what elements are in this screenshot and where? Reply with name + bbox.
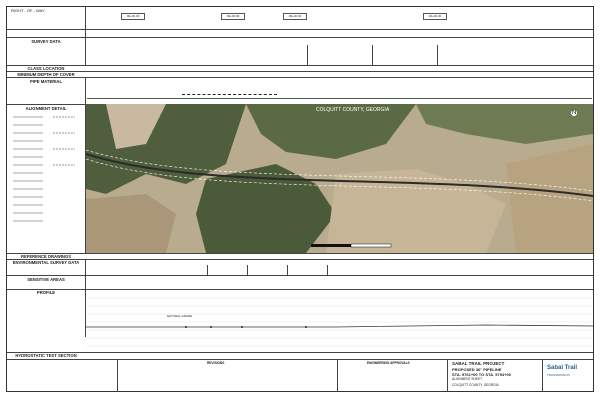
station-tag-1: 00+00.00 [121, 13, 145, 20]
north-arrow-icon: N [571, 110, 578, 116]
county-title: COLQUITT COUNTY, GEORGIA [452, 383, 499, 387]
station-tag-3: 00+00.00 [283, 13, 307, 20]
right-of-way-label: RIGHT - OF - WAY [11, 8, 45, 13]
station-tag-2: 00+00.00 [221, 13, 245, 20]
class-location-heading: CLASS LOCATION [27, 66, 65, 71]
company-logo-sub: TRANSMISSION [547, 373, 570, 377]
alignment-sheet: RIGHT - OF - WAY 00+00.00 00+00.00 00+00… [6, 6, 594, 392]
station-tag-4: 00+00.00 [423, 13, 447, 20]
profile-heading: PROFILE [36, 290, 56, 295]
pipe-material-heading: PIPE MATERIAL [29, 79, 63, 84]
county-label: COLQUITT COUNTY, GEORGIA [316, 107, 390, 113]
reference-drawings-heading: REFERENCE DRAWINGS [20, 254, 72, 259]
aerial-map: COLQUITT COUNTY, GEORGIA N [86, 104, 593, 253]
revisions-heading: REVISIONS [207, 361, 225, 365]
pipeline-route [86, 153, 593, 197]
alignment-legend [13, 116, 75, 222]
alignment-detail-heading: ALIGNMENT DETAIL [25, 106, 67, 111]
engineering-approvals-heading: ENGINEERING APPROVALS [367, 361, 410, 365]
natural-grade-line [86, 324, 593, 328]
survey-data-heading: SURVEY DATA [31, 39, 61, 44]
natural-grade-label: NATURAL GRADE [167, 314, 193, 318]
profile-grid [86, 297, 593, 347]
pipe-run-line [182, 94, 277, 95]
sensitive-areas-heading: SENSITIVE AREAS [27, 277, 65, 282]
pipeline-title: PROPOSED 36" PIPELINE [452, 367, 502, 372]
sheet-type: ALIGNMENT SHEET [452, 377, 483, 381]
environmental-survey-heading: ENVIRONMENTAL SURVEY DATA [12, 260, 80, 265]
hydrostatic-heading: HYDROSTATIC TEST SECTION [15, 353, 77, 358]
company-logo: Sabal Trail [547, 365, 578, 371]
min-depth-heading: MINIMUM DEPTH OF COVER [17, 72, 75, 77]
project-title: SABAL TRAIL PROJECT [452, 361, 505, 366]
station-range: STA. 9761+00 TO STA. 9794+00 [452, 372, 511, 377]
